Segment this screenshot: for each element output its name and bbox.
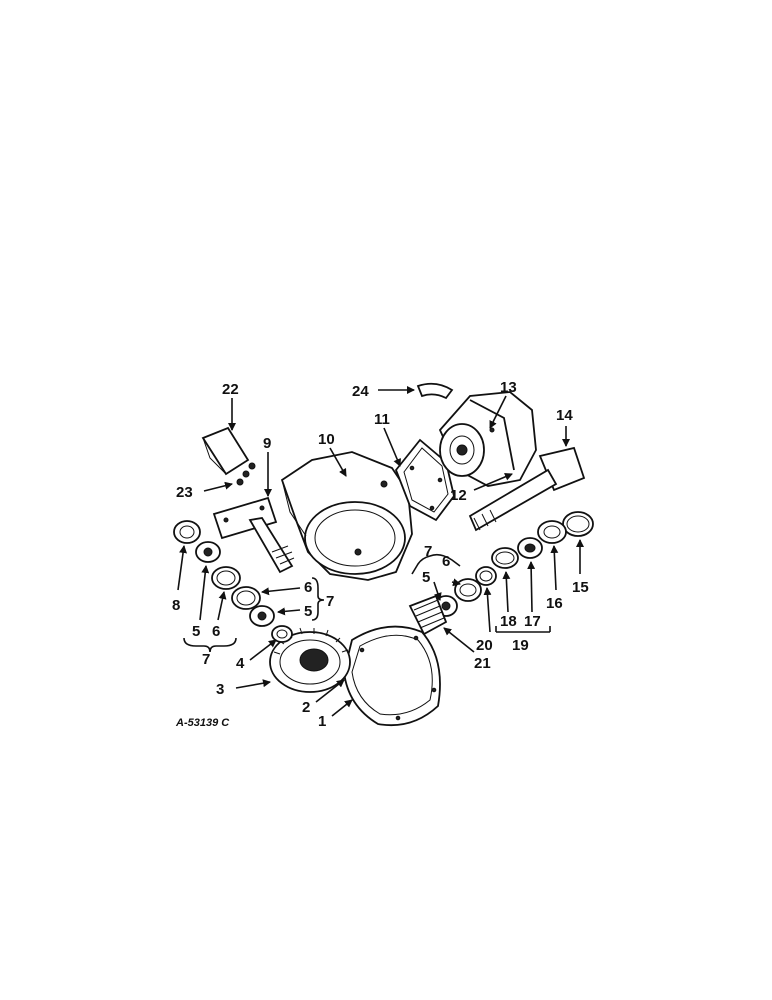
part-18-cup — [491, 547, 519, 569]
part-22-cover — [201, 426, 250, 476]
callout-6-right: 6 — [442, 553, 450, 570]
callout-7-left: 7 — [202, 651, 210, 668]
part-6-left-cup — [211, 566, 241, 590]
callout-9: 9 — [263, 435, 271, 452]
part-11-gasket — [394, 438, 455, 522]
part-6-mid-cup — [231, 586, 261, 610]
part-17-bearing-cone — [517, 537, 543, 559]
callout-18: 18 — [500, 613, 517, 630]
part-10-housing — [280, 451, 413, 581]
part-20-spacer — [475, 566, 497, 586]
part-24-clip — [416, 382, 454, 400]
callout-13: 13 — [500, 379, 517, 396]
part-3-ring-gear — [269, 627, 351, 693]
callout-2: 2 — [302, 699, 310, 716]
callout-6-mid: 6 — [304, 579, 312, 596]
callout-21: 21 — [474, 655, 491, 672]
callout-24: 24 — [352, 383, 369, 400]
callout-8: 8 — [172, 597, 180, 614]
callout-6-left: 6 — [212, 623, 220, 640]
callout-12: 12 — [450, 487, 467, 504]
callout-1: 1 — [318, 713, 326, 730]
callout-5-right: 5 — [422, 569, 430, 586]
callout-labels: 22 23 9 10 11 24 13 12 14 15 16 17 18 19… — [172, 379, 589, 730]
figure-id: A-53139 C — [175, 717, 230, 729]
callout-22: 22 — [222, 381, 239, 398]
part-1-cover — [343, 625, 441, 727]
part-8-seal — [173, 520, 201, 544]
callout-7-mid: 7 — [326, 593, 334, 610]
callout-19: 19 — [512, 637, 529, 654]
callout-5-left: 5 — [192, 623, 200, 640]
leader-lines — [177, 386, 584, 717]
part-21-pinion — [408, 594, 448, 636]
part-5-left-cone — [195, 541, 221, 563]
callout-17: 17 — [524, 613, 541, 630]
part-23-hardware — [236, 462, 256, 486]
callout-11: 11 — [374, 411, 390, 428]
part-13-bearing-cage — [438, 391, 537, 487]
callout-10: 10 — [318, 431, 335, 448]
callout-16: 16 — [546, 595, 563, 612]
callout-3: 3 — [216, 681, 224, 698]
part-16-seal — [537, 520, 567, 544]
bracket-braces — [183, 553, 551, 653]
callout-23: 23 — [176, 484, 193, 501]
callout-14: 14 — [556, 407, 573, 424]
part-5-mid-cone — [249, 605, 275, 627]
part-15-snap-ring — [562, 511, 594, 537]
callout-20: 20 — [476, 637, 493, 654]
callout-5-mid: 5 — [304, 603, 312, 620]
callout-4: 4 — [236, 655, 245, 672]
part-9-shaft — [212, 496, 295, 574]
part-4-washer — [271, 625, 293, 643]
callout-7-right: 7 — [424, 543, 432, 560]
part-14-12-output-shaft — [468, 446, 586, 532]
callout-15: 15 — [572, 579, 589, 596]
